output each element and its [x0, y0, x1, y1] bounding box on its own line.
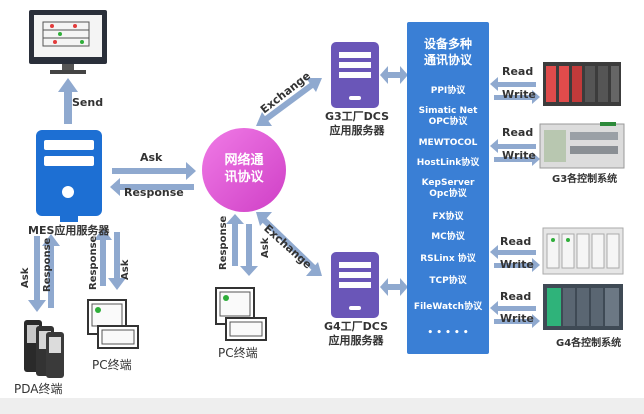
- g3-server-icon: [331, 42, 379, 108]
- g4-systems-label: G4各控制系统: [556, 338, 622, 349]
- pc-response-label: Response: [88, 235, 99, 290]
- pc-terminal-center-icon: [215, 287, 267, 341]
- plc-unit-1: [543, 62, 621, 106]
- g3-label-line1: G3工厂DCS: [324, 110, 389, 123]
- send-label: Send: [72, 96, 104, 109]
- protocol-item: MEWTOCOL: [407, 138, 489, 149]
- protocol-item-line: MEWTOCOL: [418, 138, 478, 148]
- protocol-item: • • • • •: [407, 328, 489, 339]
- protocol-item-line: KepServer: [421, 178, 475, 188]
- protocol-item: HostLink协议: [407, 158, 489, 169]
- g4-label: G4工厂DCS 应用服务器: [320, 320, 392, 348]
- exchange-arrow-g3: [256, 78, 322, 126]
- send-arrow: [58, 78, 78, 124]
- g4-server-icon: [331, 252, 379, 318]
- center-line1: 网络通: [224, 153, 264, 168]
- plc-unit-2: [539, 122, 625, 169]
- protocol-item-line: OPC协议: [428, 117, 468, 127]
- g3-panel-arrow: [380, 66, 408, 84]
- pc-left-label: PC终端: [92, 358, 132, 372]
- center-ask-label: Ask: [260, 237, 271, 258]
- mes-server-icon: [36, 130, 102, 222]
- protocol-item-line: Opc协议: [429, 189, 467, 199]
- read-label-4: Read: [500, 290, 532, 303]
- mes-label: MES应用服务器: [28, 224, 110, 237]
- monitor-icon: [29, 10, 107, 74]
- read-write-arrows: [490, 77, 540, 328]
- exchange-arrow-g4: [256, 212, 322, 276]
- g4-label-line1: G4工厂DCS: [323, 320, 388, 333]
- panel-title: 设备多种 通讯协议: [407, 36, 489, 68]
- protocol-item-line: TCP协议: [429, 276, 467, 286]
- write-label-2: Write: [502, 149, 536, 162]
- protocol-item: FileWatch协议: [407, 302, 489, 313]
- g3-systems-label: G3各控制系统: [552, 174, 618, 185]
- protocol-item: PPI协议: [407, 86, 489, 97]
- pda-response-label: Response: [42, 237, 53, 292]
- panel-title-line1: 设备多种: [423, 37, 472, 51]
- write-label-4: Write: [500, 312, 534, 325]
- plc-unit-4: [543, 284, 623, 330]
- protocol-item-line: • • • • •: [427, 328, 469, 338]
- center-pc-arrows: [226, 214, 258, 276]
- protocol-item: FX协议: [407, 212, 489, 223]
- read-label-2: Read: [502, 126, 534, 139]
- ask-label: Ask: [140, 151, 163, 164]
- pda-ask-label: Ask: [20, 267, 31, 288]
- pc-center-label: PC终端: [218, 346, 258, 360]
- center-response-label: Response: [218, 215, 229, 270]
- protocol-item-line: RSLinx 协议: [420, 254, 476, 264]
- read-label-1: Read: [502, 65, 534, 78]
- read-label-3: Read: [500, 235, 532, 248]
- panel-title-line2: 通讯协议: [423, 53, 472, 67]
- protocol-item-line: PPI协议: [430, 86, 466, 96]
- mes-pda-arrows: [28, 234, 60, 312]
- protocol-item-line: MC协议: [431, 232, 465, 242]
- pc-ask-label: Ask: [120, 259, 131, 280]
- network-protocol-circle: [202, 128, 286, 212]
- mes-pc-arrows: [94, 228, 126, 290]
- pda-terminal-icon: [24, 320, 64, 378]
- response-label: Response: [124, 186, 184, 199]
- protocol-item-line: Simatic Net: [418, 106, 478, 116]
- g3-label-line2: 应用服务器: [329, 124, 385, 137]
- write-label-1: Write: [502, 88, 536, 101]
- plc-unit-3: [542, 227, 624, 275]
- protocol-item: RSLinx 协议: [407, 254, 489, 265]
- protocol-item: TCP协议: [407, 276, 489, 287]
- ask-response-arrows: [110, 162, 196, 196]
- protocol-item-line: HostLink协议: [416, 158, 480, 168]
- pda-label: PDA终端: [14, 382, 63, 396]
- bottom-strip: [0, 398, 644, 414]
- center-line2: 讯协议: [224, 170, 264, 185]
- write-label-3: Write: [500, 258, 534, 271]
- g3-label: G3工厂DCS 应用服务器: [322, 110, 392, 138]
- protocol-item-line: FX协议: [432, 212, 464, 222]
- g4-panel-arrow: [380, 278, 408, 296]
- pc-terminal-left-icon: [87, 299, 139, 349]
- g4-label-line2: 应用服务器: [328, 334, 384, 347]
- protocol-item: MC协议: [407, 232, 489, 243]
- protocol-item-line: FileWatch协议: [413, 302, 483, 312]
- center-label: 网络通 讯协议: [200, 152, 288, 186]
